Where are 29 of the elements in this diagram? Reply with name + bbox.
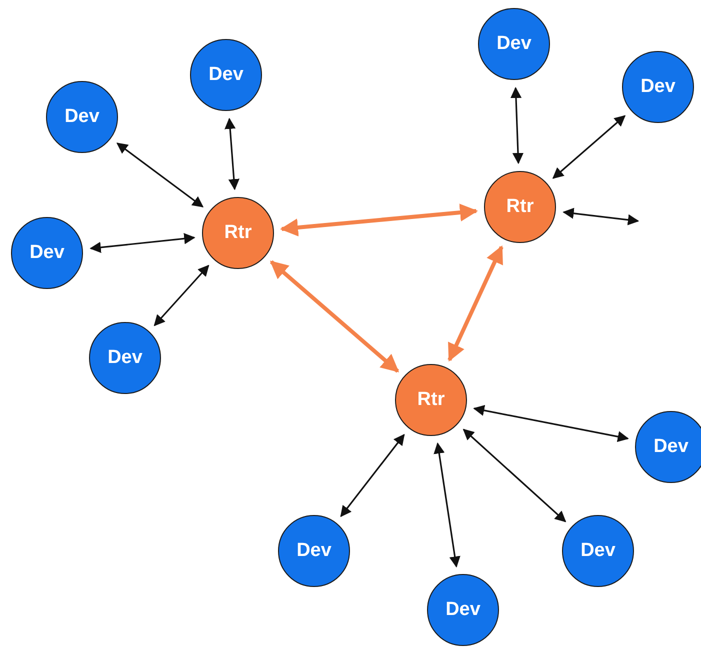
node-label: Rtr	[224, 222, 252, 244]
node-label: Dev	[446, 599, 480, 621]
node-label: Dev	[64, 106, 100, 128]
arrow	[90, 233, 196, 253]
arrow	[462, 428, 566, 522]
arrow	[116, 142, 204, 208]
arrow	[473, 404, 629, 442]
link-arrow	[280, 204, 478, 236]
link-arrow	[270, 260, 400, 373]
node-label: Dev	[108, 347, 142, 369]
network-node	[395, 364, 467, 436]
node-label: Dev	[208, 64, 244, 86]
arrow	[224, 118, 240, 190]
arrow	[510, 86, 524, 164]
node-label: Rtr	[506, 196, 534, 218]
link-arrow	[448, 245, 504, 362]
arrow	[340, 434, 405, 518]
arrow	[154, 264, 210, 326]
node-label: Dev	[296, 540, 332, 562]
arrow	[434, 442, 460, 568]
node-label: Dev	[640, 76, 676, 98]
node-label: Dev	[30, 242, 64, 264]
node-label: Dev	[580, 540, 616, 562]
network-node	[202, 197, 274, 269]
node-label: Rtr	[417, 389, 445, 411]
node-label: Dev	[496, 33, 532, 55]
arrow	[552, 115, 626, 179]
arrow	[562, 208, 640, 226]
node-label: Dev	[654, 436, 688, 458]
